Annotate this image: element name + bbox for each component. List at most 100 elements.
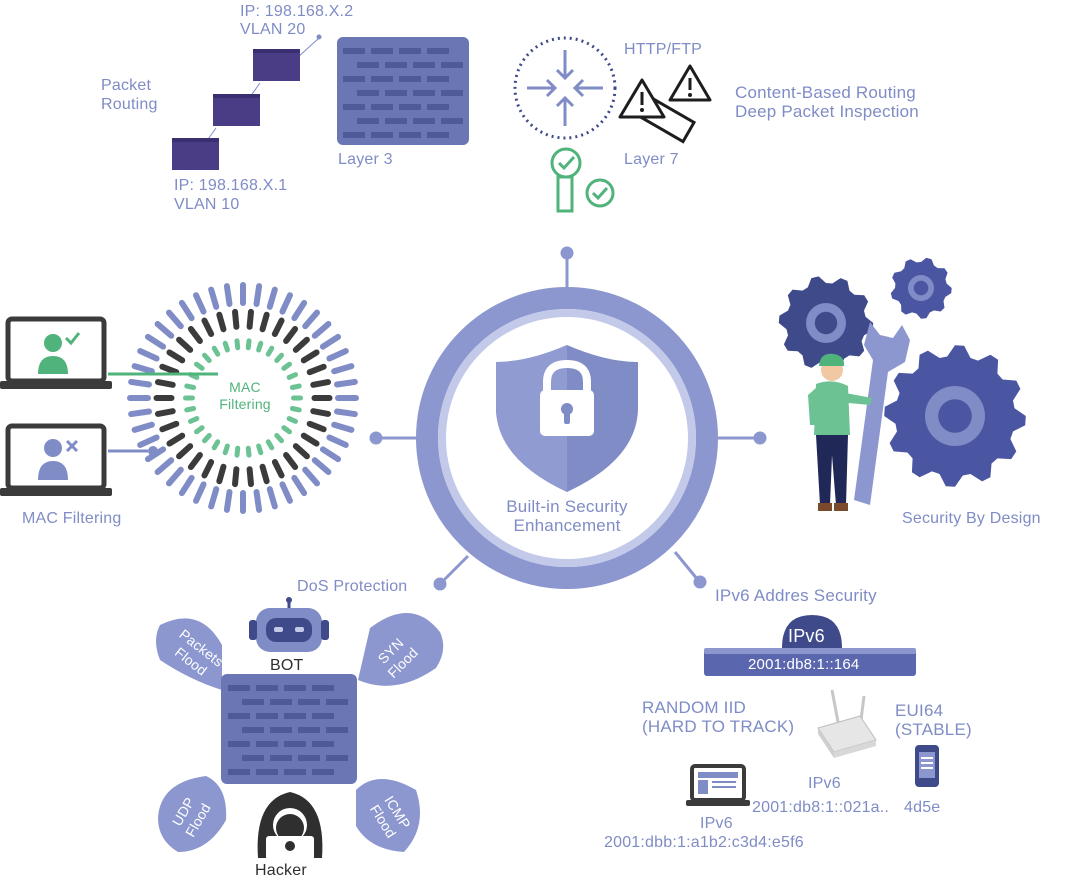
filter-dash — [256, 443, 264, 456]
eui64-line2: (STABLE) — [895, 720, 972, 739]
filter-dash — [154, 457, 175, 475]
layer7-section — [513, 36, 712, 213]
filter-dash — [178, 474, 195, 497]
warning-icon — [618, 78, 697, 144]
padlock-icon — [540, 359, 594, 436]
gear-icon — [778, 257, 1026, 487]
central-hub — [369, 246, 767, 591]
switch-icon — [172, 138, 219, 170]
ip-top-label: IP: 198.168.X.2 — [240, 3, 354, 20]
filter-dash — [166, 309, 184, 330]
filter-dash — [223, 489, 233, 513]
wrench-icon — [854, 322, 910, 505]
filter-dash — [222, 340, 230, 353]
filter-dash — [159, 420, 180, 433]
layer3-section — [172, 34, 469, 171]
filter-dash — [245, 338, 252, 351]
ipv6-section — [686, 615, 939, 806]
filter-dash — [154, 379, 176, 388]
mac-filtering-section — [0, 282, 359, 514]
filter-dash — [300, 349, 320, 364]
filter-dash — [193, 481, 207, 504]
filter-dash — [331, 363, 355, 375]
filter-dash — [202, 352, 212, 363]
filter-dash — [176, 336, 194, 353]
router-address-label: 2001:db8:1::021a.. — [752, 799, 890, 816]
filter-dash — [166, 432, 186, 447]
filter-dash — [334, 378, 358, 388]
filter-dash — [300, 432, 320, 447]
filter-dash — [256, 340, 264, 353]
filter-dash — [137, 348, 160, 362]
filter-dash — [334, 408, 358, 418]
filter-dash — [208, 486, 220, 510]
filter-dash — [144, 333, 167, 350]
filter-dash — [306, 363, 327, 376]
worker-icon — [808, 353, 872, 511]
filter-dash — [326, 348, 349, 362]
filter-dash — [202, 433, 212, 444]
filter-dash — [319, 333, 342, 350]
filter-dash — [291, 299, 308, 322]
filter-dash — [326, 434, 349, 448]
filter-dash — [232, 466, 240, 488]
routing-arrows-icon — [527, 50, 603, 126]
filter-dash — [311, 457, 332, 475]
filter-dash — [208, 286, 220, 310]
switch-icon — [253, 49, 300, 81]
filter-dash — [266, 286, 278, 310]
ipv6-badge-label: IPv6 — [788, 626, 825, 646]
filter-dash — [178, 299, 195, 322]
hacker-icon — [257, 792, 323, 860]
deep-packet-label: Deep Packet Inspection — [735, 102, 919, 121]
filter-dash — [281, 425, 293, 435]
filter-dash — [234, 445, 241, 458]
filter-dash — [166, 466, 184, 487]
hub-title: Built-in Security Enhancement — [487, 497, 647, 535]
filter-dash — [246, 308, 254, 330]
filter-dash — [311, 321, 332, 339]
gear-icon — [884, 345, 1026, 487]
security-by-design-label: Security By Design — [902, 510, 1041, 527]
filter-dash — [292, 336, 310, 353]
filter-dash — [193, 292, 207, 315]
router-icon — [817, 689, 877, 758]
filter-dash — [310, 408, 332, 417]
gear-icon — [890, 257, 952, 319]
filter-dash — [265, 439, 275, 451]
hub-connectors — [369, 246, 767, 591]
http-ftp-label: HTTP/FTP — [624, 41, 703, 58]
udp-flood-flag — [158, 776, 227, 852]
filter-dash — [128, 408, 152, 418]
filter-dash — [271, 459, 285, 479]
laptop-proto-label: IPv6 — [700, 815, 733, 832]
hub-outer-ring — [416, 287, 718, 589]
filter-dash — [279, 292, 293, 315]
filter-dash — [184, 405, 197, 413]
phone-icon — [915, 745, 939, 787]
syn-flood-flag — [358, 612, 444, 686]
hacker-label: Hacker — [255, 862, 307, 879]
filter-dash — [154, 408, 176, 417]
vlan-top-label: VLAN 20 — [240, 21, 306, 38]
filter-dash — [306, 420, 327, 433]
layer7-label: Layer 7 — [624, 151, 679, 168]
filter-dash — [253, 283, 263, 307]
random-iid-line1: RANDOM IID — [642, 698, 746, 717]
filter-dash — [211, 439, 221, 451]
filter-dash — [245, 445, 252, 458]
firewall-brick-icon — [337, 37, 469, 145]
filter-dash — [222, 443, 230, 456]
ipv6-address-bar — [704, 615, 916, 676]
bot-icon — [249, 597, 329, 652]
filter-dash — [283, 325, 299, 344]
dos-section — [156, 597, 444, 860]
mac-inner-line1: MAC — [229, 379, 261, 395]
filter-dash — [289, 383, 302, 391]
hub-inner-ring — [438, 309, 696, 567]
security-by-design-section — [778, 257, 1026, 511]
mac-inner-line2: Filtering — [219, 396, 271, 412]
filter-dash — [216, 311, 227, 333]
allowed-laptop-icon — [0, 316, 112, 389]
filter-dash — [302, 309, 320, 330]
